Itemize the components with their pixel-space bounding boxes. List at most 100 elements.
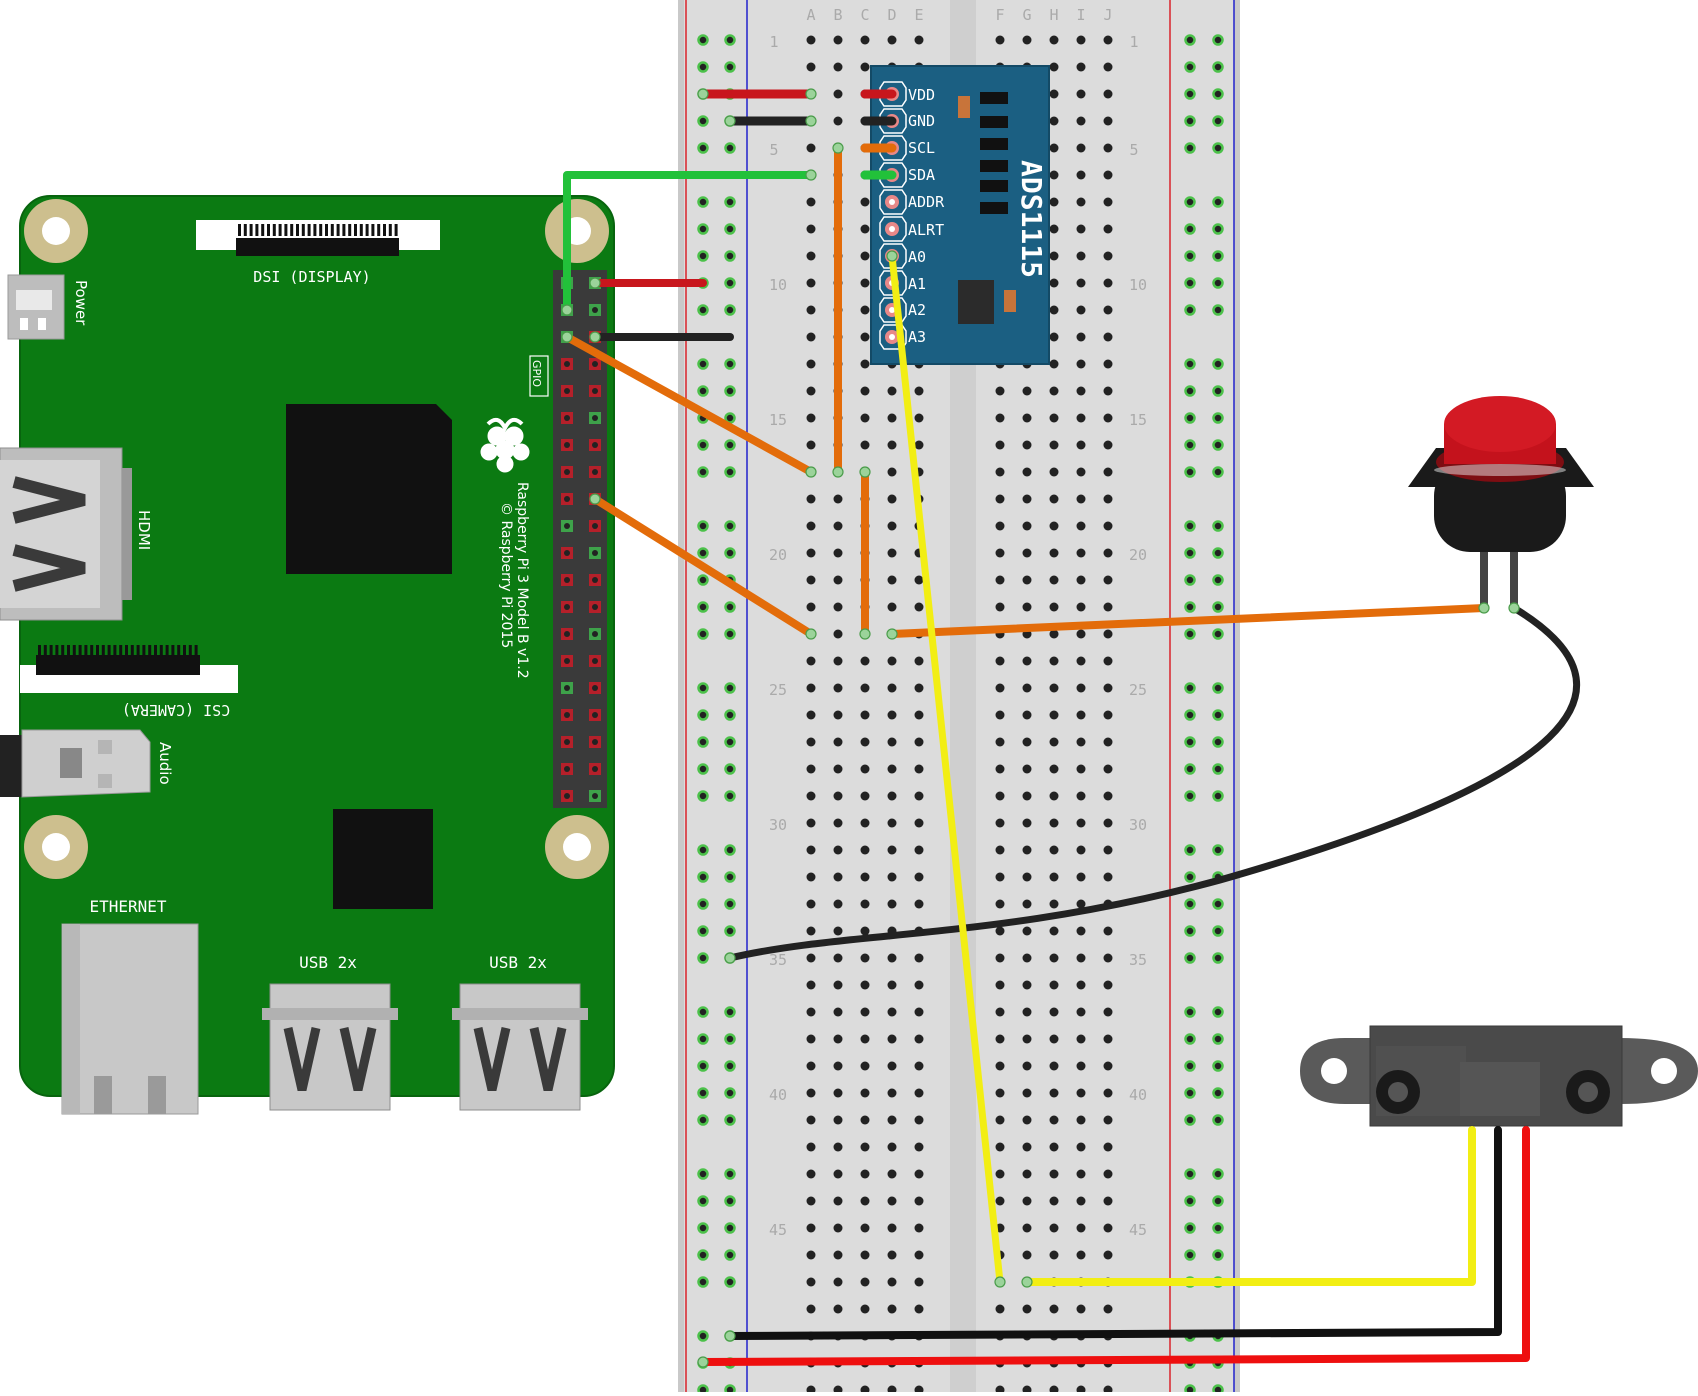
breadboard-hole [1022,1007,1032,1017]
breadboard-hole [995,1196,1005,1206]
rail-hole [1184,898,1196,910]
breadboard-hole [833,764,843,774]
rail-hole [697,1006,709,1018]
rail-hole [1212,601,1224,613]
breadboard-hole [1076,1061,1086,1071]
breadboard-hole [1103,872,1113,882]
csi-pin [113,645,117,657]
breadboard-hole [914,440,924,450]
row-label-right-20: 20 [1129,546,1147,564]
button-leg-2 [1510,552,1518,608]
rail-hole [1212,1060,1224,1072]
wire-endpoint [886,250,898,262]
breadboard-hole [887,953,897,963]
breadboard-hole [1049,170,1059,180]
dsi-pin [342,224,346,236]
breadboard-hole [995,1304,1005,1314]
breadboard-hole [1076,980,1086,990]
rail-hole [697,304,709,316]
breadboard-hole [860,35,870,45]
breadboard-hole [833,1088,843,1098]
gpio-pin-hole [592,577,598,583]
wire-a0 [888,252,1004,1286]
pin-label-a0: A0 [908,248,926,266]
lan-chip [333,809,433,909]
wire-endpoints [561,88,1520,1368]
wire-sensor-power [699,1126,1530,1366]
csi-pin [90,645,94,657]
breadboard-hole [1103,926,1113,936]
breadboard-hole [833,35,843,45]
rail-hole [1212,1168,1224,1180]
breadboard-hole [1049,791,1059,801]
wire-endpoint [832,142,844,154]
breadboard-hole [1022,1142,1032,1152]
col-label-d: D [887,6,896,24]
breadboard-hole [914,575,924,585]
adc-pin-outline [879,216,907,242]
rail-hole [697,925,709,937]
breadboard-hole [1049,1061,1059,1071]
breadboard-hole [833,1061,843,1071]
rail-hole [1184,682,1196,694]
col-label-e: E [914,6,923,24]
breadboard-hole [806,1007,816,1017]
dsi-pin [330,224,334,236]
rail-hole [1184,250,1196,262]
breadboard-hole [1103,1034,1113,1044]
breadboard-hole [995,1007,1005,1017]
breadboard-hole [833,980,843,990]
breadboard-hole [833,494,843,504]
pin-label-vdd: VDD [908,86,935,104]
usb-label-2: USB 2x [489,953,547,972]
breadboard-hole [860,251,870,261]
gpio-pin-hole [592,523,598,529]
wire-endpoint [1508,602,1520,614]
breadboard-hole [914,1088,924,1098]
soc-chip [286,404,452,574]
wire-gpio-button [591,495,815,638]
breadboard-hole [1022,1169,1032,1179]
adc-pin-outline [879,189,907,215]
rail-hole [724,466,736,478]
breadboard-hole [1076,1142,1086,1152]
micro-usb-power [7,274,65,340]
breadboard-hole [1049,413,1059,423]
rail-hole [697,358,709,370]
breadboard-hole [1049,89,1059,99]
breadboard-hole [806,872,816,882]
breadboard-hole [1049,629,1059,639]
csi-label: CSI (CAMERA) [122,701,230,719]
rail-hole [724,871,736,883]
breadboard-hole [1022,1223,1032,1233]
breadboard-hole [806,35,816,45]
rail-hole [1184,61,1196,73]
audio-label: Audio [156,742,174,785]
breadboard-hole [914,953,924,963]
breadboard-hole [860,1250,870,1260]
rail-hole [724,412,736,424]
breadboard-hole [1103,1061,1113,1071]
wire-sensor-signal [1023,1126,1476,1286]
breadboard-hole [1049,35,1059,45]
gpio-pin-hole [592,685,598,691]
breadboard-hole [1022,1088,1032,1098]
breadboard-hole [860,818,870,828]
breadboard-hole [1076,1088,1086,1098]
gpio-pin-hole [564,739,570,745]
rail-hole [1184,1249,1196,1261]
breadboard-hole [806,818,816,828]
breadboard-hole [833,1007,843,1017]
wire-endpoint [994,1276,1006,1288]
row-label-left-5: 5 [769,141,778,159]
breadboard-hole [806,845,816,855]
gpio-pin-hole [564,496,570,502]
rail-hole [724,1249,736,1261]
rail-hole [724,628,736,640]
col-label-g: G [1022,6,1031,24]
dsi-pin [359,224,363,236]
breadboard-hole [1049,737,1059,747]
adc-pin-hole [889,334,895,340]
wire-button-ground [726,604,1581,962]
breadboard-hole [833,1169,843,1179]
